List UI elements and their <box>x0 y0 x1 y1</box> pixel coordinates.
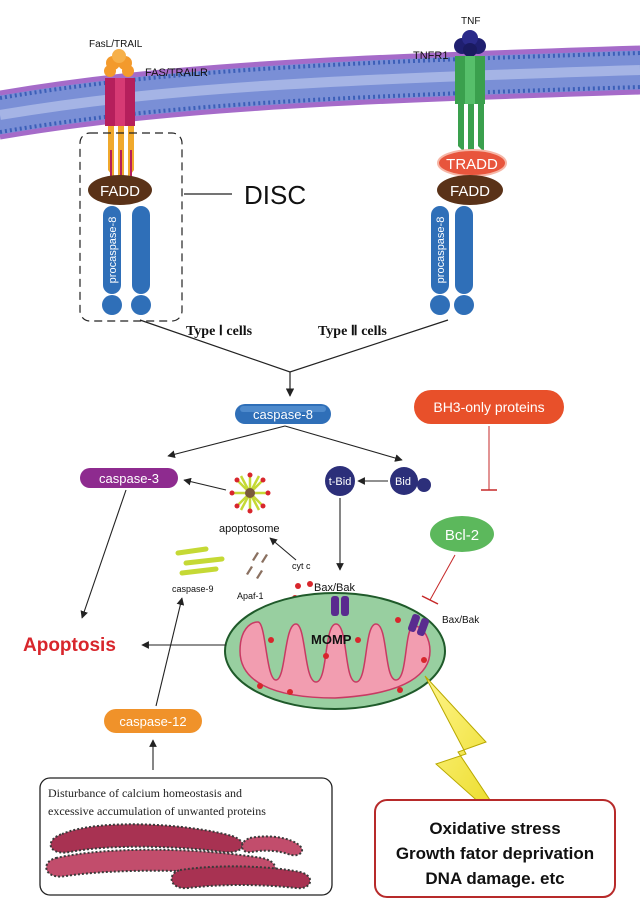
bid: Bid <box>390 467 431 495</box>
type2-label: Type Ⅱ cells <box>318 324 387 339</box>
disc-label: DISC <box>244 180 306 210</box>
svg-text:t-Bid: t-Bid <box>329 476 352 488</box>
apaf1-label: Apaf-1 <box>237 591 264 601</box>
fasl-ligand <box>104 49 134 77</box>
stress-factors-box: Oxidative stress Growth fator deprivatio… <box>374 799 616 898</box>
tnfr1-receptor <box>455 56 485 152</box>
svg-text:FADD: FADD <box>100 183 140 200</box>
arrow-cytc-to-apoptosome <box>269 537 297 561</box>
fadd-right: FADD <box>437 175 503 205</box>
procaspase8-right: procaspase-8 <box>430 206 474 315</box>
bcl2-box: Bcl-2 <box>430 516 494 552</box>
stress-line2: Growth fator deprivation <box>396 844 594 863</box>
arrow-c8-to-c3 <box>167 425 286 459</box>
fas-receptor <box>105 78 135 182</box>
caspase3-box: caspase-3 <box>80 468 178 488</box>
apoptosome-label: apoptosome <box>219 523 280 535</box>
bcl2-inhibit-line <box>429 554 456 601</box>
svg-text:BH3-only proteins: BH3-only proteins <box>433 399 544 415</box>
arrow-c8-to-bid <box>284 425 403 462</box>
tnf-ligand <box>454 30 486 57</box>
bcl2-inhibit-bar <box>421 595 439 605</box>
svg-text:caspase-8: caspase-8 <box>253 407 313 422</box>
tbid: t-Bid <box>325 466 355 496</box>
cell-membrane <box>0 45 640 140</box>
apoptosome-icon <box>229 472 271 514</box>
stress-line3: DNA damage. etc <box>425 869 564 888</box>
momp-label: MOMP <box>311 632 352 647</box>
baxbak-right <box>408 614 429 636</box>
baxbak-right-label: Bax/Bak <box>442 615 480 626</box>
procaspase8-left-label: procaspase-8 <box>107 217 119 284</box>
baxbak-top <box>331 596 349 616</box>
procaspase8-right-label: procaspase-8 <box>435 217 447 284</box>
er-text-line1: Disturbance of calcium homeostasis and <box>48 786 242 800</box>
svg-text:FADD: FADD <box>450 183 490 200</box>
svg-text:caspase-12: caspase-12 <box>119 714 186 729</box>
caspase9-label: caspase-9 <box>172 584 214 594</box>
svg-text:caspase-3: caspase-3 <box>99 471 159 486</box>
fas-trailr-label: FAS/TRAILR <box>145 67 208 79</box>
arrow-apoptosome-to-c3 <box>183 477 227 491</box>
er-text-line2: excessive accumulation of unwanted prote… <box>48 804 266 818</box>
bh3-only-box: BH3-only proteins <box>414 390 564 424</box>
apaf1-icon <box>246 552 268 579</box>
type1-label: Type Ⅰ cells <box>186 324 253 339</box>
cytc-label: cyt c <box>292 561 311 571</box>
caspase8-box: caspase-8 <box>235 404 331 424</box>
er-stress-box: Disturbance of calcium homeostasis and e… <box>39 777 333 896</box>
mitochondrion <box>224 592 446 710</box>
disc-box <box>79 132 183 322</box>
caspase9-icon <box>175 546 225 576</box>
er-organelle-icon <box>45 823 311 890</box>
apoptosis-label: Apoptosis <box>23 635 116 656</box>
arrow-c12-to-c9 <box>155 597 185 707</box>
tnfr1-label: TNFR1 <box>413 50 448 62</box>
baxbak-top-label: Bax/Bak <box>314 582 355 594</box>
svg-text:Bcl-2: Bcl-2 <box>445 527 479 544</box>
tnf-label: TNF <box>461 16 480 27</box>
fasl-trail-label: FasL/TRAIL <box>89 39 143 50</box>
svg-text:TRADD: TRADD <box>446 156 498 173</box>
fadd-left: FADD <box>88 175 152 205</box>
procaspase8-left: procaspase-8 <box>102 206 151 315</box>
caspase12-box: caspase-12 <box>104 709 202 733</box>
stress-line1: Oxidative stress <box>429 819 560 838</box>
svg-text:Bid: Bid <box>395 476 411 488</box>
arrow-c3-to-apoptosis <box>80 489 127 619</box>
tradd: TRADD <box>437 149 507 177</box>
